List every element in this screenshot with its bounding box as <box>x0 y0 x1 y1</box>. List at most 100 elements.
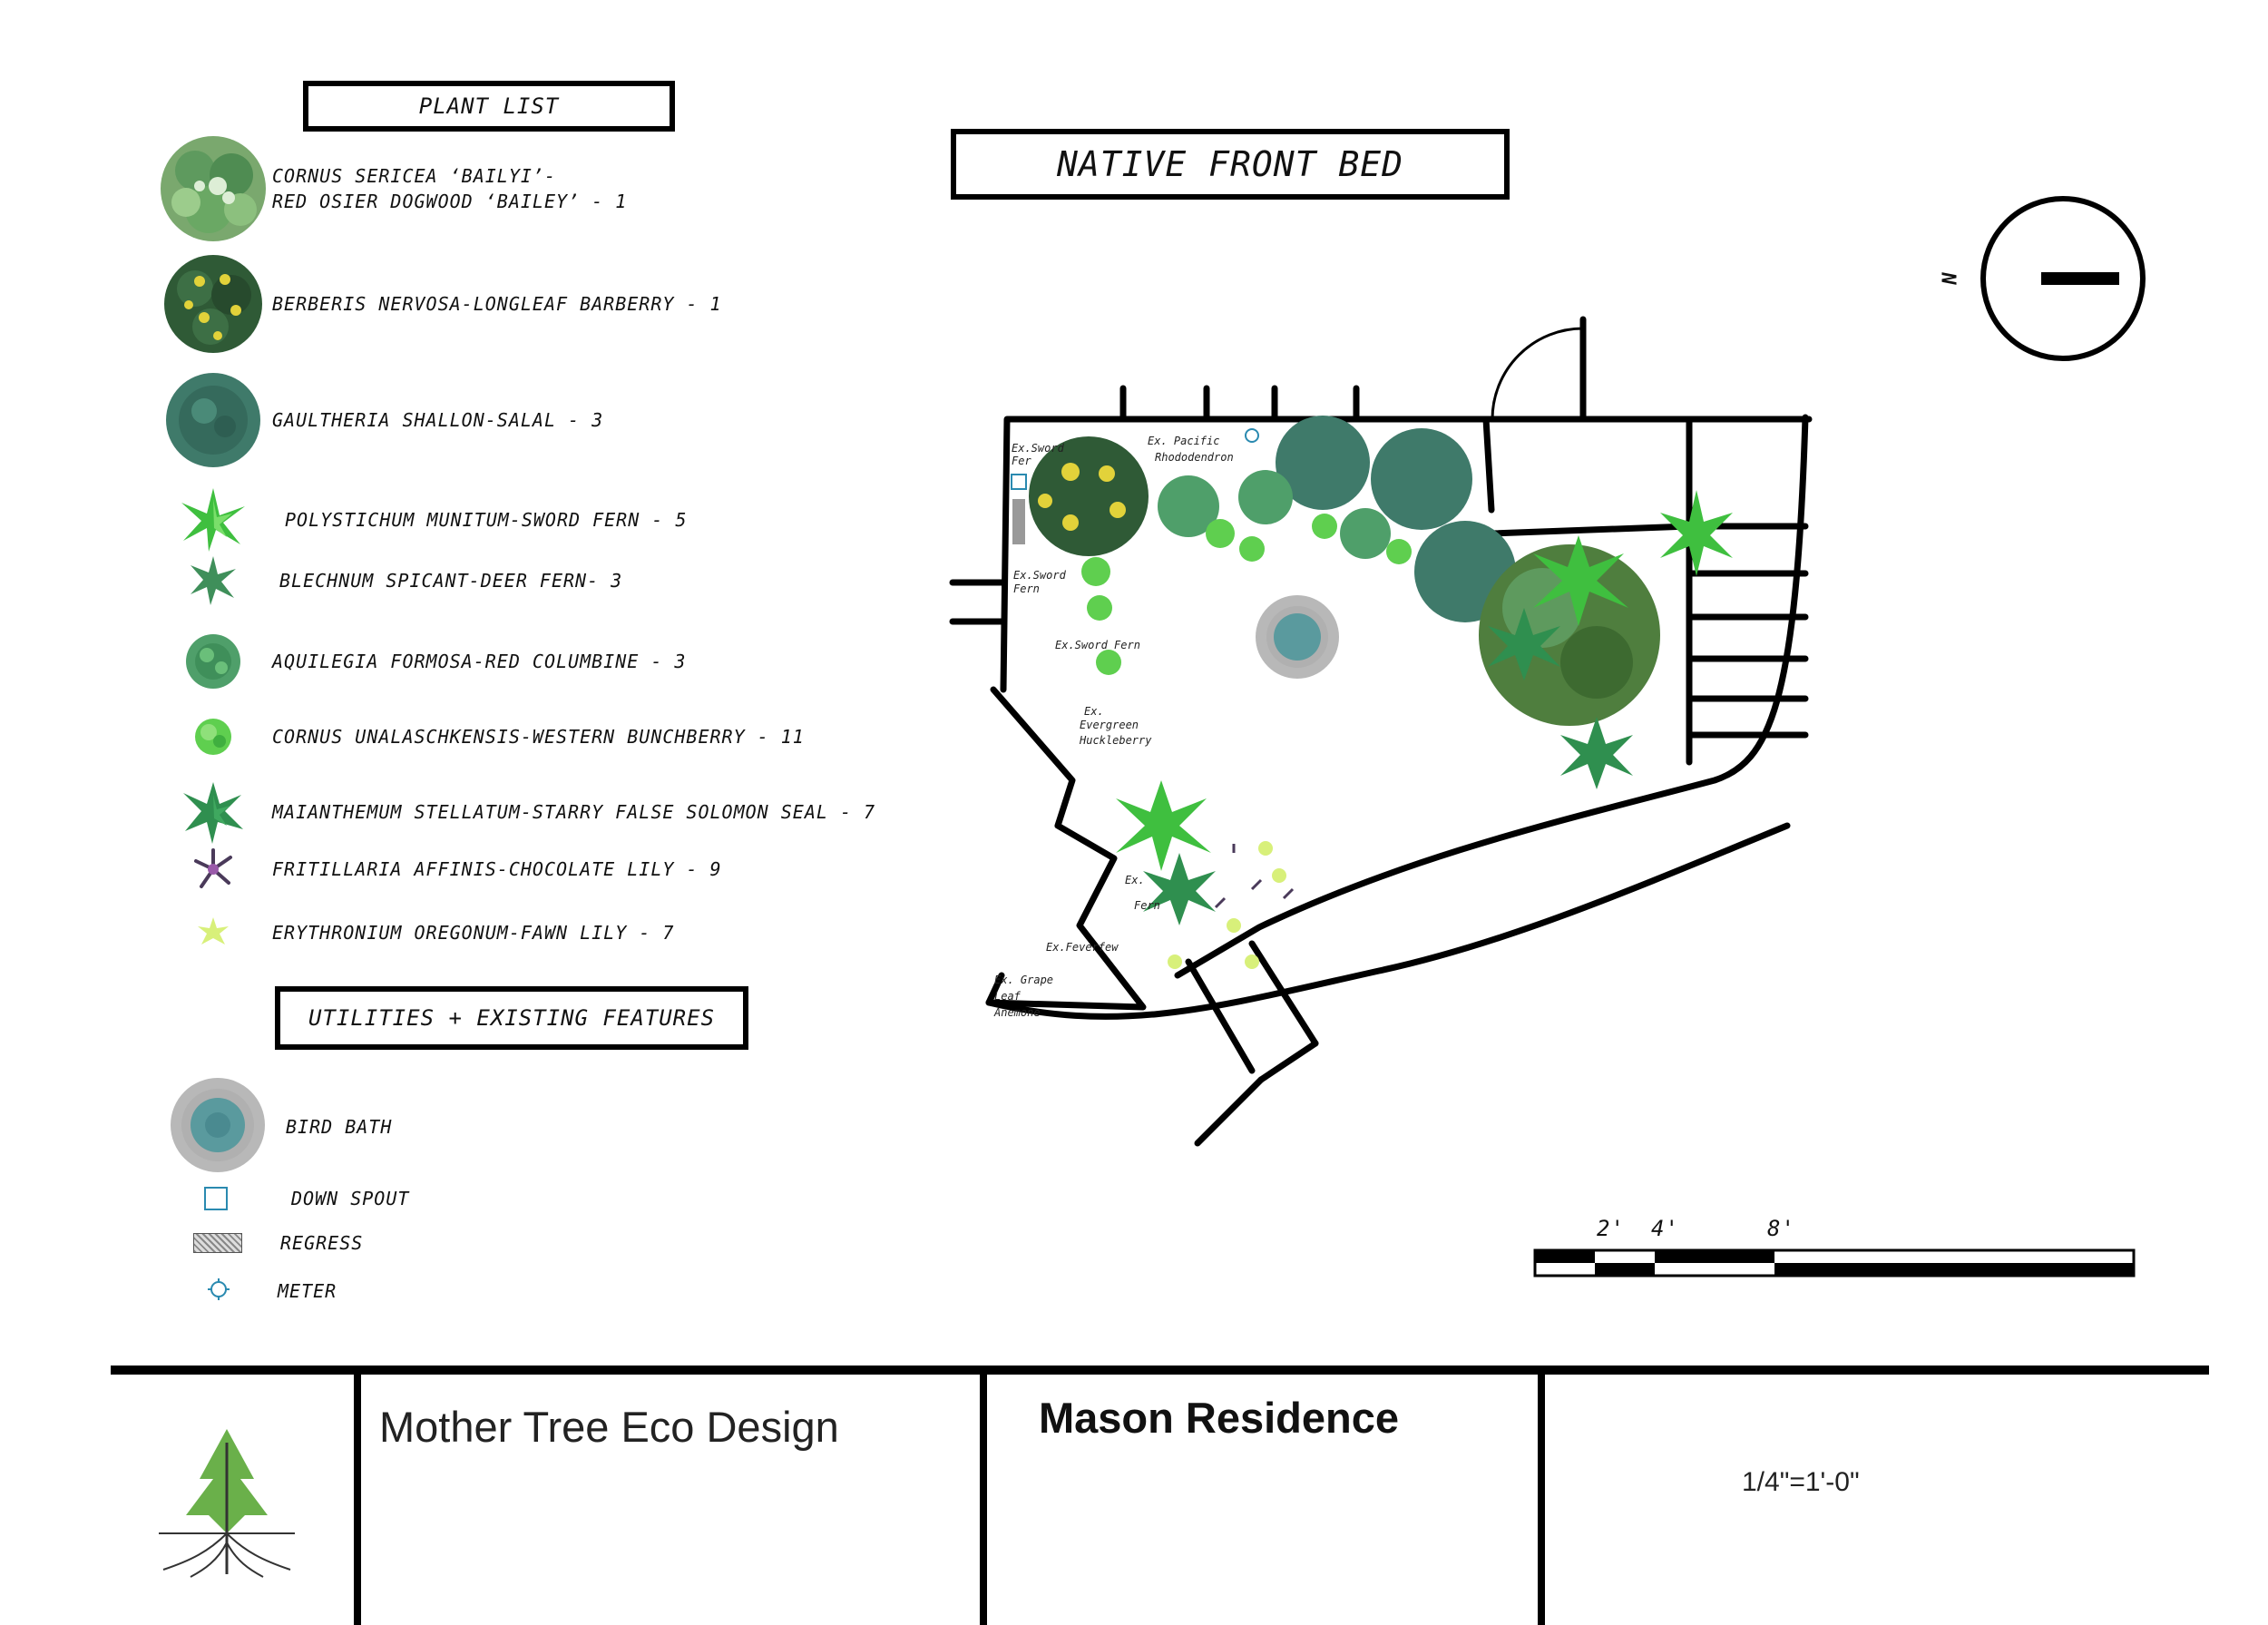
plant-legend-text: Aquilegia formosa-Red columbine - 3 <box>272 649 686 674</box>
scale-label: 8' <box>1767 1216 1795 1241</box>
utility-label: Bird Bath <box>286 1116 393 1138</box>
plant-legend-text: Maianthemum stellatum-Starry False Solom… <box>272 799 875 825</box>
plant-legend-item: Erythronium oregonum-Fawn Lily - 7 <box>154 874 674 992</box>
existing-label: Fern <box>1013 582 1040 595</box>
salal-shrub-icon <box>1371 428 1472 530</box>
plan-title-box: Native Front Bed <box>951 129 1510 200</box>
plant-name-line: Polystichum munitum-Sword Fern - 5 <box>285 509 688 531</box>
plant-legend-item: Berberis nervosa-Longleaf Barberry - 1 <box>154 245 722 363</box>
plant-name-line: Maianthemum stellatum-Starry False Solom… <box>272 801 876 823</box>
barberry-shrub-icon <box>1029 436 1149 556</box>
regress-icon <box>1012 499 1025 544</box>
down-spout-icon <box>204 1187 228 1210</box>
north-arrow <box>1950 192 2150 368</box>
plant-name-line: Erythronium oregonum-Fawn Lily - 7 <box>272 922 675 944</box>
utilities-heading: Utilities + existing Features <box>308 1005 716 1031</box>
existing-label: Rhododendron <box>1155 451 1234 464</box>
existing-label: Leaf <box>994 990 1022 1003</box>
utility-label: Meter <box>278 1280 337 1302</box>
plant-legend-item: cornus sericea ‘Bailyi’- Red Osier Dogwo… <box>154 130 627 248</box>
sword-fern-icon <box>1116 490 1733 871</box>
meter-icon <box>207 1277 230 1305</box>
bird-bath-icon <box>1256 595 1339 679</box>
existing-label: Ex.Sword Fern <box>1055 639 1140 651</box>
house-wall <box>1000 416 1813 693</box>
deer-fern-icon <box>154 522 272 640</box>
title-block-divider <box>354 1370 361 1625</box>
existing-label: Fer <box>1012 455 1031 467</box>
plant-legend-text: Gaultheria shallon-salal - 3 <box>272 407 603 433</box>
meter-icon <box>1245 428 1259 443</box>
dogwood-shrub-icon <box>154 130 272 248</box>
existing-label: Ex. <box>1084 705 1104 718</box>
drawing-scale: 1/4"=1'-0" <box>1742 1467 1860 1497</box>
plant-name-line: cornus sericea ‘Bailyi’- <box>272 165 556 187</box>
plant-list-heading: Plant List <box>418 93 560 119</box>
sword-fern-icon <box>154 461 272 579</box>
wall-segment <box>1482 416 1495 514</box>
walkway-edge <box>1174 414 1809 979</box>
utility-legend-item: Down spout <box>204 1187 409 1210</box>
plant-name-line: Berberis nervosa-Longleaf Barberry - 1 <box>272 293 722 315</box>
existing-label: Ex. Pacific <box>1148 435 1219 447</box>
plant-legend-text: Cornus unalaschkensis-Western Bunchberry… <box>272 724 805 749</box>
fawn-lily-icon <box>154 874 272 992</box>
salal-shrub-icon <box>1276 416 1370 510</box>
existing-label: Ex.Sword <box>1013 569 1067 582</box>
chocolate-lily-icon <box>154 810 272 928</box>
title-block-divider <box>1538 1370 1545 1625</box>
project-name: Mason Residence <box>1039 1394 1400 1442</box>
barberry-shrub-icon <box>154 245 272 363</box>
plant-legend-text: Blechnum spicant-deer Fern- 3 <box>279 568 622 593</box>
plant-name-line: Red Osier Dogwood ‘Bailey’ - 1 <box>272 191 628 212</box>
utility-legend-item: Regress <box>193 1232 363 1254</box>
existing-label: Huckleberry <box>1079 734 1152 747</box>
existing-label: Fern <box>1134 899 1160 912</box>
chocolate-lily-icon <box>1214 844 1295 909</box>
utilities-heading-box: Utilities + existing Features <box>275 986 748 1050</box>
plant-legend-item: Fritillaria affinis-Chocolate Lily - 9 <box>154 810 722 928</box>
plant-legend-item: Blechnum spicant-deer Fern- 3 <box>154 522 622 640</box>
landing-edge <box>1257 1040 1319 1083</box>
site-plan: Ex.Sword Fer Ex. Pacific Rhododendron Ex… <box>949 316 1813 1147</box>
scale-label: 4' <box>1651 1216 1679 1241</box>
existing-label: Ex.Sword <box>1012 442 1065 455</box>
fawn-lily-icon <box>1168 841 1286 969</box>
plant-legend-text: Erythronium oregonum-Fawn Lily - 7 <box>272 920 674 945</box>
plant-legend-text: Fritillaria affinis-Chocolate Lily - 9 <box>272 857 722 882</box>
plant-legend-item: Maianthemum stellatum-Starry False Solom… <box>154 753 875 871</box>
existing-label: Ex. <box>1125 874 1145 886</box>
bunchberry-icon <box>154 678 272 796</box>
utility-legend-item: Meter <box>207 1277 337 1305</box>
plant-list-heading-box: Plant List <box>303 81 675 132</box>
title-block-top-rule <box>111 1366 2209 1375</box>
columbine-icon <box>154 602 272 720</box>
company-name: Mother Tree Eco Design <box>379 1403 839 1451</box>
plant-name-line: Cornus unalaschkensis-Western Bunchberry… <box>272 726 805 748</box>
existing-label: Anemone <box>993 1006 1041 1019</box>
existing-label: Ex.Feverfew <box>1046 941 1119 954</box>
plant-legend-text: Polystichum munitum-Sword Fern - 5 <box>285 507 687 533</box>
plant-legend-item: Aquilegia formosa-Red columbine - 3 <box>154 602 686 720</box>
utility-legend-item: Bird Bath <box>168 1075 392 1179</box>
solomon-seal-icon <box>1143 608 1633 925</box>
bird-bath-icon <box>168 1075 268 1179</box>
landing-edge <box>1185 958 1256 1074</box>
existing-label: Ex. Grape <box>994 974 1053 986</box>
title-block-divider <box>980 1370 987 1625</box>
plant-name-line: Aquilegia formosa-Red columbine - 3 <box>272 651 687 672</box>
plant-legend-item: Gaultheria shallon-salal - 3 <box>154 361 603 479</box>
plant-name-line: Fritillaria affinis-Chocolate Lily - 9 <box>272 858 722 880</box>
plant-name-line: Blechnum spicant-deer Fern- 3 <box>279 570 623 592</box>
utility-label: Regress <box>280 1232 364 1254</box>
plant-legend-item: Polystichum munitum-Sword Fern - 5 <box>154 461 687 579</box>
plant-name-line: Gaultheria shallon-salal - 3 <box>272 409 604 431</box>
plan-title: Native Front Bed <box>1056 144 1404 184</box>
plant-legend-text: cornus sericea ‘Bailyi’- Red Osier Dogwo… <box>272 163 627 214</box>
plant-legend-text: Berberis nervosa-Longleaf Barberry - 1 <box>272 291 722 317</box>
scale-label: 2' <box>1597 1216 1625 1241</box>
landing-edge <box>1194 1076 1265 1147</box>
landing-edge <box>1248 940 1319 1047</box>
utility-label: Down spout <box>291 1188 410 1209</box>
company-logo <box>154 1424 299 1582</box>
